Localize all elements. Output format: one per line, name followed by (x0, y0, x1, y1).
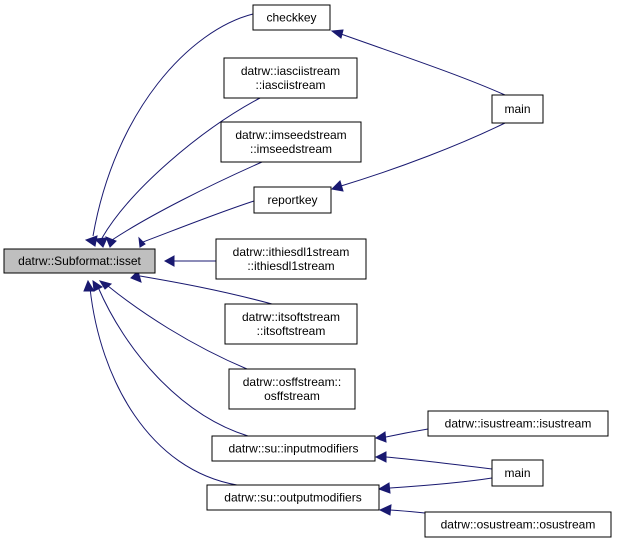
arrowhead (130, 270, 142, 283)
arrowhead (377, 482, 391, 494)
node-label: datrw::osffstream:: (243, 375, 341, 389)
edge-line (92, 13, 254, 237)
edges-layer (83, 13, 506, 516)
arrowhead (330, 29, 344, 39)
arrowhead (330, 180, 344, 192)
node-itsoft[interactable]: datrw::itsoftstream::itsoftstream (224, 303, 358, 345)
node-reportkey[interactable]: reportkey (253, 186, 332, 214)
node-label: datrw::Subformat::isset (18, 254, 141, 268)
edge-line (111, 161, 263, 241)
edge-line (139, 275, 273, 305)
edge-iascii-to-isset (93, 97, 261, 248)
edge-osff-to-isset (98, 280, 248, 370)
node-box (253, 186, 332, 214)
edge-itsoft-to-isset (130, 270, 273, 305)
node-label: datrw::su::inputmodifiers (228, 442, 358, 456)
node-ithiesdl1[interactable]: datrw::ithiesdl1stream::ithiesdl1stream (215, 238, 367, 280)
node-box (223, 57, 358, 99)
node-box (491, 459, 544, 487)
edge-line (385, 456, 493, 470)
edge-ithiesdl1-to-isset (163, 255, 216, 267)
arrowhead (138, 236, 146, 248)
edge-inputmod-to-isset (92, 279, 249, 437)
edge-line (385, 428, 429, 438)
node-label: ::ithiesdl1stream (247, 259, 334, 273)
node-label: main (504, 102, 530, 116)
node-label: ::iasciistream (255, 78, 325, 92)
edge-line (389, 477, 493, 489)
edge-reportkey-to-isset (138, 200, 255, 248)
node-osff[interactable]: datrw::osffstream::osffstream (228, 368, 356, 410)
node-box (252, 4, 331, 31)
node-main2[interactable]: main (491, 459, 544, 487)
arrowhead (83, 279, 95, 292)
arrowhead (84, 235, 98, 247)
edge-isustream-to-inputmod (374, 428, 429, 443)
arrowhead (374, 451, 387, 463)
edge-line (97, 286, 249, 437)
arrowhead (98, 280, 113, 290)
node-imseed[interactable]: datrw::imseedstream::imseedstream (220, 121, 362, 163)
node-label: checkkey (266, 11, 316, 25)
node-label: datrw::osustream::osustream (441, 518, 596, 532)
node-label: main (504, 466, 530, 480)
edge-line (89, 287, 238, 486)
node-isset[interactable]: datrw::Subformat::isset (3, 248, 156, 274)
node-box (211, 435, 376, 462)
edge-outputmod-to-isset (83, 279, 238, 486)
edge-line (101, 97, 261, 239)
node-box (427, 410, 609, 437)
edge-line (107, 285, 248, 370)
node-main1[interactable]: main (491, 94, 544, 124)
edge-main2-to-inputmod (374, 451, 493, 470)
node-box (228, 368, 356, 410)
arrowhead (92, 279, 103, 292)
node-box (491, 94, 544, 124)
node-box (424, 511, 612, 538)
node-inputmod[interactable]: datrw::su::inputmodifiers (211, 435, 376, 462)
node-label: datrw::imseedstream (235, 128, 346, 142)
node-box (215, 238, 367, 280)
node-box (224, 303, 358, 345)
node-label: datrw::ithiesdl1stream (233, 245, 350, 259)
node-label: datrw::su::outputmodifiers (224, 491, 361, 505)
node-isustream[interactable]: datrw::isustream::isustream (427, 410, 609, 437)
node-label: datrw::iasciistream (241, 64, 340, 78)
arrowhead (93, 237, 108, 248)
nodes-layer: datrw::Subformat::isset checkkeydatrw::ia… (3, 4, 612, 538)
node-box (220, 121, 362, 163)
edge-main1-to-checkkey (330, 29, 506, 96)
edge-line (142, 200, 255, 243)
node-label: osffstream (264, 389, 320, 403)
node-checkkey[interactable]: checkkey (252, 4, 331, 31)
arrowhead (105, 236, 117, 248)
node-label: reportkey (267, 193, 317, 207)
node-label: ::imseedstream (250, 142, 332, 156)
arrowhead (163, 255, 175, 267)
node-osustream[interactable]: datrw::osustream::osustream (424, 511, 612, 538)
edge-main1-to-reportkey (330, 122, 506, 192)
node-box (3, 248, 156, 274)
node-iascii[interactable]: datrw::iasciistream::iasciistream (223, 57, 358, 99)
node-box (206, 484, 380, 511)
node-outputmod[interactable]: datrw::su::outputmodifiers (206, 484, 380, 511)
arrowhead (378, 504, 392, 516)
edge-line (340, 122, 506, 187)
node-label: datrw::itsoftstream (242, 310, 340, 324)
edge-checkkey-to-isset (84, 13, 254, 247)
node-label: datrw::isustream::isustream (445, 417, 592, 431)
edge-main2-to-outputmod (377, 477, 493, 494)
edge-line (340, 33, 506, 96)
node-label: ::itsoftstream (257, 324, 326, 338)
edge-imseed-to-isset (105, 161, 263, 248)
arrowhead (374, 431, 387, 443)
